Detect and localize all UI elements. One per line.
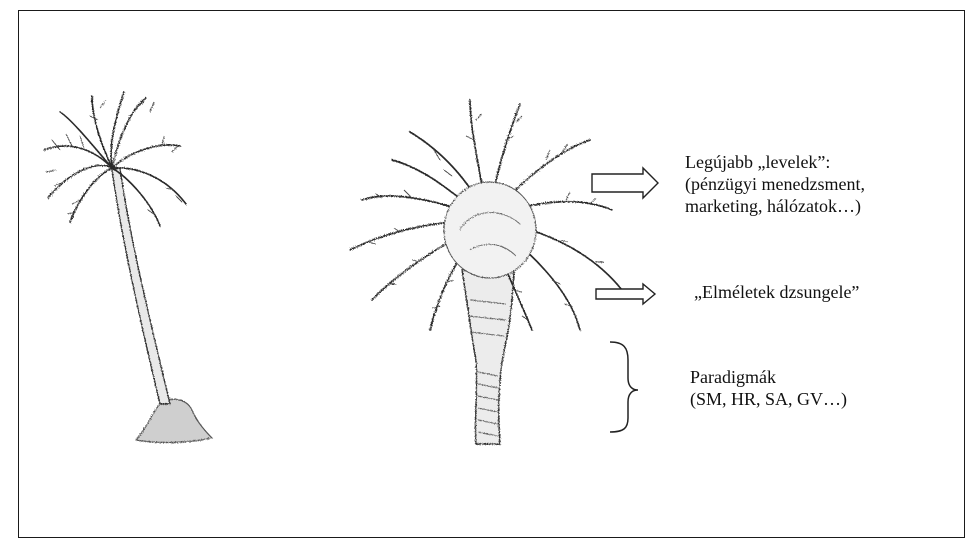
right-palm-trunk — [462, 270, 514, 444]
leaves-label-line3: marketing, hálózatok…) — [685, 195, 865, 217]
left-palm-tree — [44, 92, 212, 442]
paradigms-brace — [610, 342, 638, 432]
paradigms-label: Paradigmák (SM, HR, SA, GV…) — [690, 366, 847, 410]
paradigms-label-line1: Paradigmák — [690, 366, 847, 388]
left-palm-base — [136, 399, 212, 442]
right-palm-tree — [350, 100, 622, 444]
paradigms-label-line2: (SM, HR, SA, GV…) — [690, 388, 847, 410]
right-palm-crown-center — [444, 182, 536, 278]
leaves-label-line1: Legújabb „levelek”: — [685, 151, 865, 173]
left-palm-crown — [44, 92, 186, 226]
leaves-label: Legújabb „levelek”: (pénzügyi menedzsmen… — [685, 151, 865, 217]
leaves-arrow — [592, 168, 658, 198]
jungle-label: „Elméletek dzsungele” — [694, 281, 859, 303]
jungle-arrow — [596, 284, 655, 304]
left-palm-trunk — [112, 168, 170, 404]
leaves-label-line2: (pénzügyi menedzsment, — [685, 173, 865, 195]
